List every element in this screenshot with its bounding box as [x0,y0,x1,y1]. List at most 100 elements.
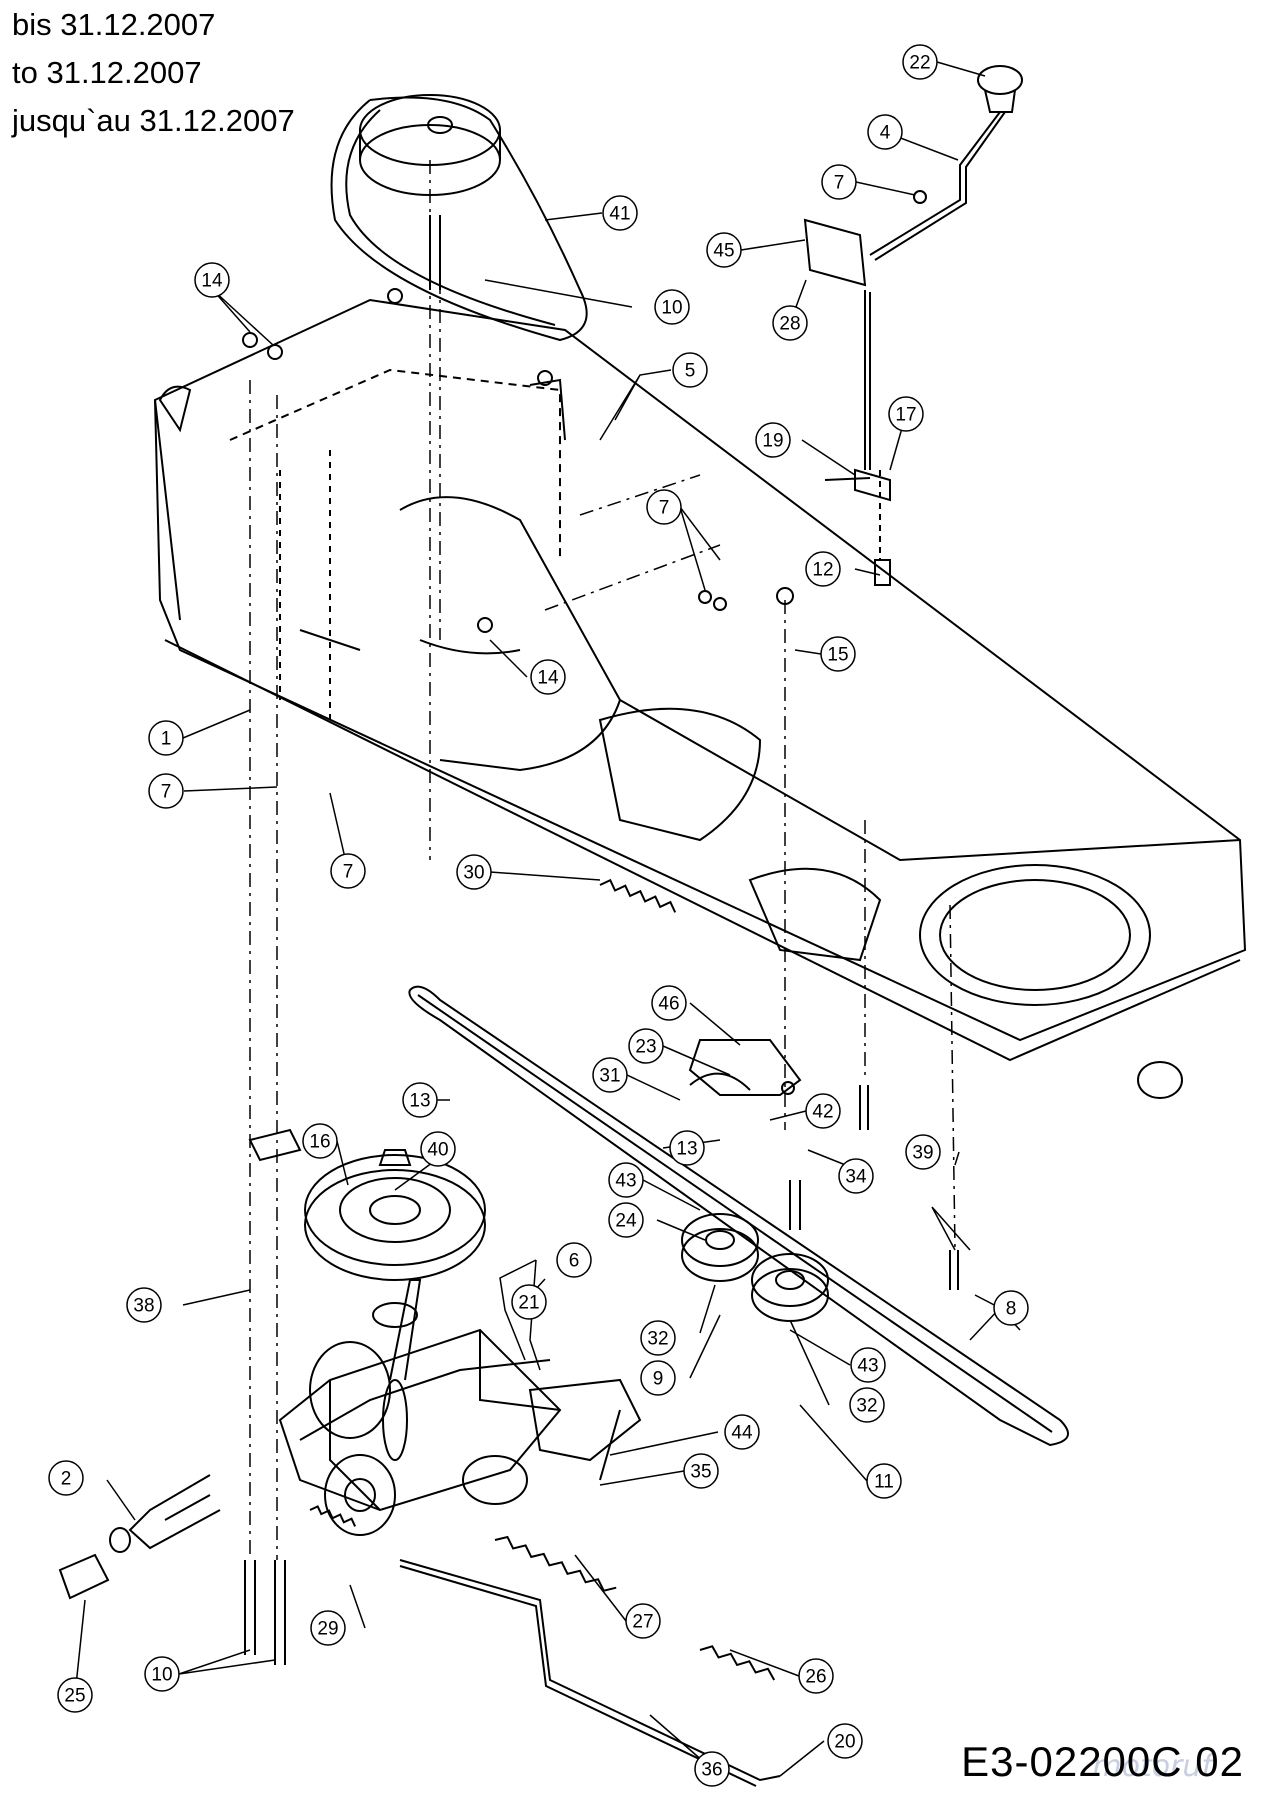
callout-32: 32 [849,1387,885,1423]
callout-label: 9 [653,1369,664,1390]
callout-10: 10 [654,289,690,325]
callout-label: 32 [647,1329,668,1350]
callout-9: 9 [640,1360,676,1396]
callout-label: 1 [161,729,172,750]
callout-label: 34 [845,1167,867,1188]
callout-7: 7 [330,853,366,889]
callout-21: 21 [511,1284,547,1320]
callout-13: 13 [669,1130,705,1166]
callout-40: 40 [420,1131,456,1167]
callout-label: 20 [834,1732,855,1753]
callout-label: 23 [635,1037,656,1058]
drawing-code: E3-02200C 02 [961,1738,1244,1785]
callout-label: 4 [880,123,891,144]
callout-label: 36 [701,1760,722,1781]
fasteners [242,215,959,1665]
callout-10: 10 [144,1656,180,1692]
transmission-pulley [304,1149,486,1328]
callout-label: 10 [661,298,682,319]
callout-45: 45 [706,232,742,268]
callout-label: 44 [731,1423,753,1444]
callout-42: 42 [805,1093,841,1129]
callout-31: 31 [592,1057,628,1093]
idler-bracket [688,1039,802,1096]
callout-label: 21 [518,1293,539,1314]
callout-label: 14 [537,668,559,689]
callout-label: 42 [812,1102,833,1123]
callout-label: 40 [427,1140,448,1161]
callout-label: 5 [685,361,696,382]
callout-label: 43 [857,1356,878,1377]
callout-25: 25 [57,1677,93,1713]
callout-label: 10 [151,1665,172,1686]
callout-7: 7 [646,489,682,525]
callout-41: 41 [602,195,638,231]
leader-lines [74,61,1021,1777]
callout-28: 28 [772,305,808,341]
callout-7: 7 [821,164,857,200]
callout-16: 16 [302,1123,338,1159]
callout-26: 26 [798,1658,834,1694]
callout-label: 19 [762,431,783,452]
callout-14: 14 [530,659,566,695]
callout-label: 15 [827,645,848,666]
callout-13: 13 [402,1082,438,1118]
callout-2: 2 [48,1460,84,1496]
shift-rod-assembly [399,1378,781,1787]
callout-label: 46 [658,994,679,1015]
callout-label: 32 [856,1396,877,1417]
callout-17: 17 [888,396,924,432]
chassis-frame [153,288,1247,1099]
callout-label: 6 [569,1251,580,1272]
callout-34: 34 [838,1158,874,1194]
callout-15: 15 [820,636,856,672]
callout-29: 29 [310,1610,346,1646]
callout-32: 32 [640,1320,676,1356]
callout-label: 7 [834,173,845,194]
callout-43: 43 [850,1347,886,1383]
callout-6: 6 [556,1242,592,1278]
callout-label: 8 [1006,1299,1017,1320]
callout-14: 14 [194,262,230,298]
callout-label: 26 [805,1667,826,1688]
drive-belt [408,985,1069,1447]
callout-24: 24 [608,1202,644,1238]
watermark: motoruf [1092,1749,1212,1784]
callout-label: 2 [61,1469,72,1490]
callout-23: 23 [628,1028,664,1064]
callout-44: 44 [724,1414,760,1450]
transaxle-assembly [58,1279,562,1600]
header-line-2: to 31.12.2007 [12,55,202,90]
callout-label: 7 [161,782,172,803]
callout-30: 30 [456,854,492,890]
callout-22: 22 [902,44,938,80]
callout-label: 38 [133,1296,154,1317]
springs [309,878,776,1681]
callout-20: 20 [827,1723,863,1759]
callout-label: 25 [64,1686,85,1707]
callout-label: 22 [909,53,930,74]
callout-label: 35 [690,1462,711,1483]
callout-label: 24 [615,1211,637,1232]
callout-label: 29 [317,1619,338,1640]
callout-4: 4 [867,114,903,150]
callout-label: 28 [779,314,800,335]
callout-12: 12 [805,551,841,587]
callout-11: 11 [866,1463,902,1499]
callout-label: 13 [676,1139,697,1160]
callout-label: 43 [615,1171,636,1192]
header-line-3: jusqu`au 31.12.2007 [12,103,295,138]
callout-label: 7 [659,498,670,519]
header-line-1: bis 31.12.2007 [12,7,216,42]
callout-38: 38 [126,1287,162,1323]
callout-36: 36 [694,1751,730,1787]
callout-label: 30 [463,863,484,884]
callout-label: 13 [409,1091,430,1112]
callout-label: 27 [632,1612,653,1633]
callout-43: 43 [608,1162,644,1198]
callout-label: 12 [812,560,833,581]
callout-label: 7 [343,862,354,883]
alignment-lines [249,160,956,1560]
callout-39: 39 [905,1134,941,1170]
